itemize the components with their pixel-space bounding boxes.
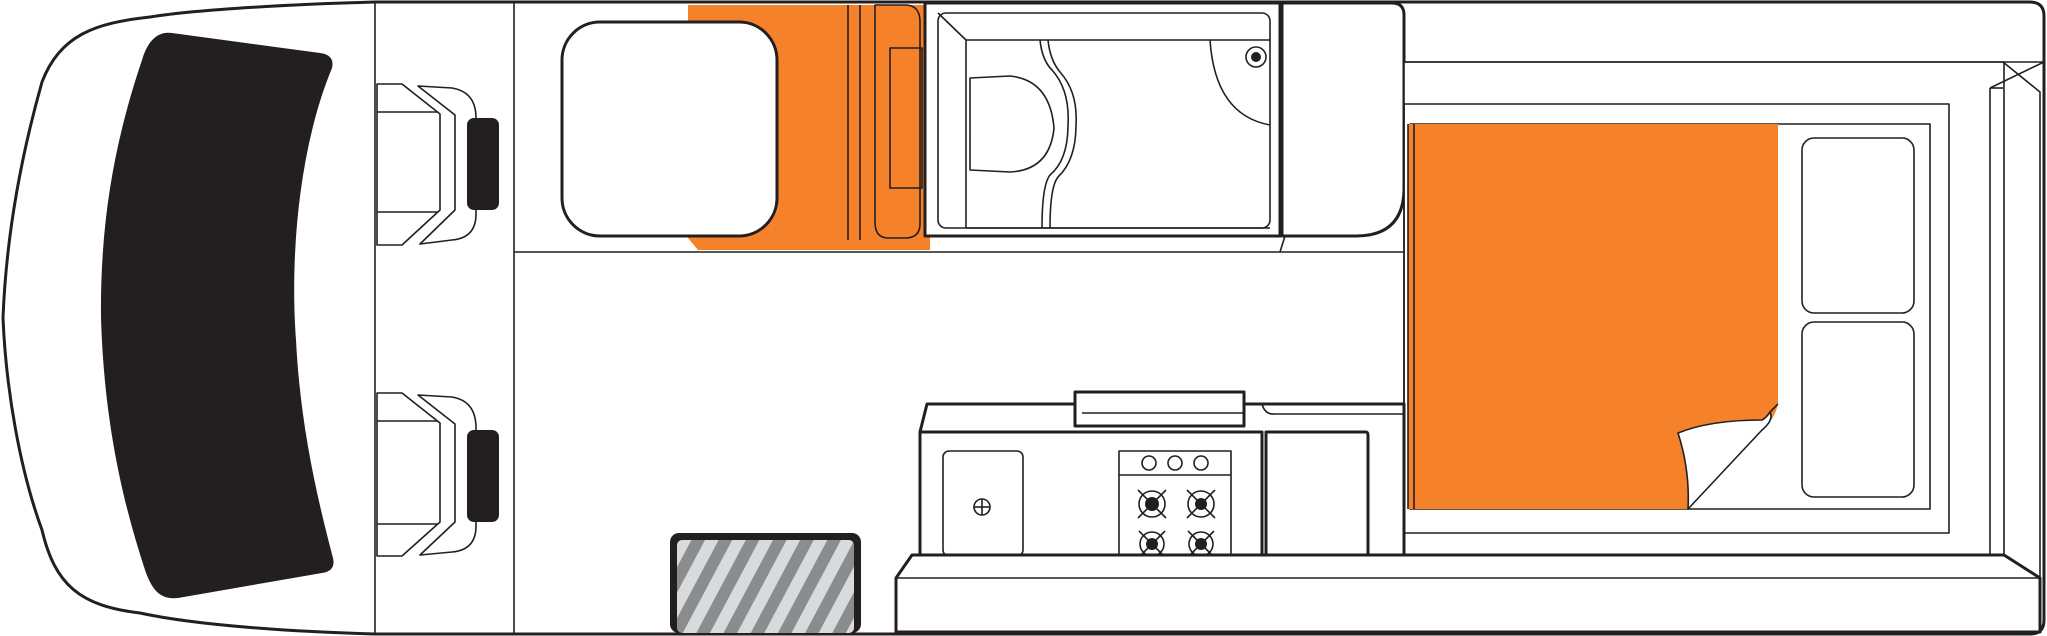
stove-knob <box>1141 455 1157 471</box>
toilet-icon <box>969 75 1055 173</box>
fridge-top <box>1073 390 1246 428</box>
cushion-icon <box>1801 137 1915 314</box>
dinette <box>514 4 1408 253</box>
bed-icon <box>1408 124 1778 509</box>
burner <box>1186 489 1216 519</box>
stove-knob <box>1193 455 1209 471</box>
driver-seat <box>376 83 499 246</box>
shower-icon <box>1209 39 1271 126</box>
burner <box>1138 530 1166 558</box>
seat-icon <box>376 83 441 246</box>
bathroom <box>923 1 1282 238</box>
step-mat <box>670 533 861 633</box>
kitchen <box>894 390 2042 634</box>
cushion-icon <box>1801 321 1915 498</box>
burner <box>1187 530 1215 558</box>
wardrobe <box>1279 1 1409 253</box>
steering-wheel-icon <box>467 118 499 210</box>
passenger-seat <box>376 392 499 557</box>
stove-knob <box>1167 455 1183 471</box>
windscreen-icon <box>100 32 334 599</box>
burner <box>1137 489 1167 519</box>
seat-icon <box>376 392 441 557</box>
stove-icon <box>1118 450 1232 558</box>
table-icon <box>560 20 779 238</box>
steering-wheel-icon <box>467 430 499 522</box>
rear-bed-area <box>1403 61 2045 579</box>
counter-base <box>894 553 2042 634</box>
